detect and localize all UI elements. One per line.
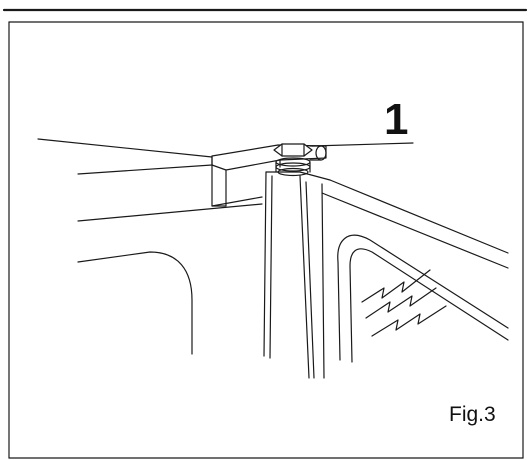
- bolt: [273, 143, 313, 177]
- cabinet-top-lines: [37, 138, 263, 222]
- glass-reflection: [361, 269, 447, 337]
- cabinet-arch: [77, 251, 193, 355]
- door-window: [337, 234, 509, 361]
- mounting-bracket: [211, 144, 327, 207]
- door-window-inner: [349, 248, 509, 363]
- callout-leader: [311, 142, 414, 147]
- callout-number: 1: [384, 95, 409, 144]
- door-panel: [263, 171, 509, 379]
- frame-border: [2, 8, 528, 459]
- figure-label: Fig.3: [449, 403, 496, 426]
